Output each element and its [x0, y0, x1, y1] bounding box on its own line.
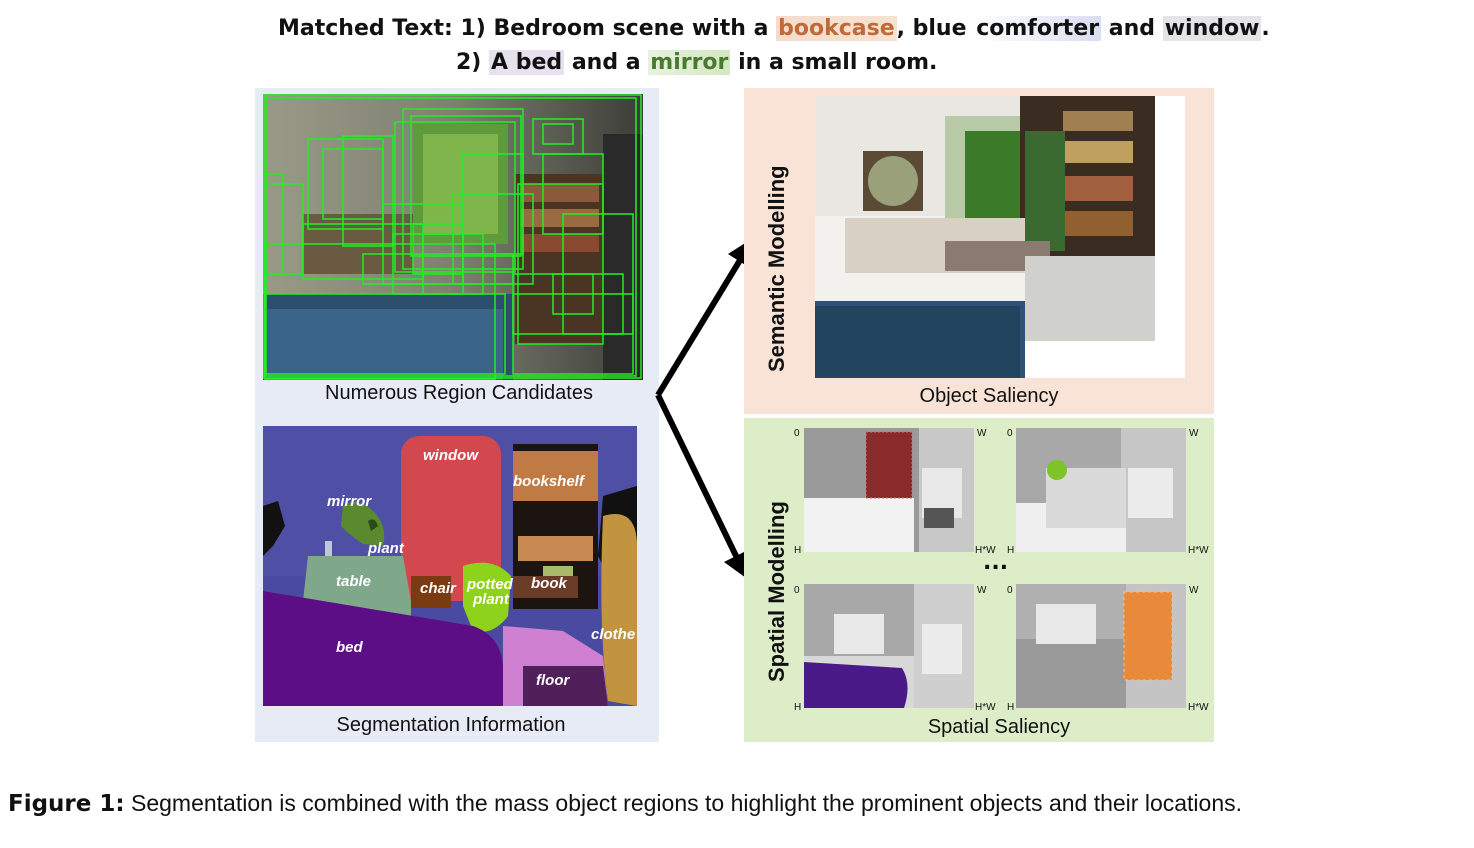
- segmentation-label: Segmentation Information: [336, 714, 566, 736]
- tick-zero-1: 0: [794, 428, 800, 439]
- seg-label-bed: bed: [336, 639, 364, 656]
- figure-caption-text: Segmentation is combined with the mass o…: [124, 790, 1243, 816]
- tick-zero-2: 0: [1007, 428, 1013, 439]
- seg-label-window: window: [423, 447, 479, 464]
- tick-hw-4: H*W: [1188, 702, 1209, 713]
- seg-label-clothe: clothe: [591, 626, 635, 643]
- tick-zero-3: 0: [794, 585, 800, 596]
- seg-label-floor: floor: [536, 672, 570, 689]
- arrow-to-semantic: [655, 250, 748, 397]
- tick-w-2: W: [1189, 428, 1199, 439]
- matched-line-1: Matched Text: 1) Bedroom scene with a bo…: [278, 16, 1270, 41]
- spatial-map-1: [804, 428, 974, 552]
- matched-line-2: 2) A bed and a mirror in a small room.: [456, 50, 938, 75]
- seg-label-chair: chair: [420, 580, 457, 597]
- spatial-modelling-label: Spatial Modelling: [764, 501, 789, 682]
- semantic-modelling-label: Semantic Modelling: [764, 165, 789, 372]
- seg-label-potted: potted: [466, 576, 514, 593]
- tick-zero-4: 0: [1007, 585, 1013, 596]
- region-candidates-image: [263, 94, 643, 380]
- word-window: window: [1162, 16, 1262, 41]
- seg-label-mirror: mirror: [327, 493, 372, 510]
- tick-hw-3: H*W: [975, 702, 996, 713]
- arrow-head-spatial: [724, 550, 748, 578]
- ellipsis: ...: [983, 550, 1009, 575]
- arrow-to-spatial: [655, 393, 741, 562]
- figure-caption-label: Figure 1:: [8, 791, 125, 817]
- tick-hw-2: H*W: [1188, 545, 1209, 556]
- tick-h-1: H: [794, 545, 802, 556]
- spatial-map-4: [1016, 584, 1186, 708]
- word-bookcase: bookcase: [776, 16, 897, 41]
- seg-label-plant: plant: [367, 540, 405, 557]
- seg-label-bookshelf: bookshelf: [513, 473, 586, 490]
- seg-label-book: book: [531, 575, 567, 592]
- word-mirror: mirror: [648, 50, 731, 75]
- spatial-map-3: [804, 584, 974, 708]
- matched-text: Matched Text: 1) Bedroom scene with a bo…: [278, 12, 1270, 80]
- spatial-saliency-label: Spatial Saliency: [927, 716, 1071, 738]
- tick-h-3: H: [794, 702, 802, 713]
- object-saliency-label: Object Saliency: [919, 385, 1059, 407]
- object-saliency-image: [815, 96, 1185, 378]
- region-candidates-label: Numerous Region Candidates: [325, 382, 593, 404]
- tick-w-1: W: [977, 428, 987, 439]
- figure-caption: Figure 1: Segmentation is combined with …: [8, 790, 1242, 817]
- seg-label-table: table: [336, 573, 371, 590]
- word-a-bed: A bed: [489, 50, 565, 75]
- matched-prefix: Matched Text:: [278, 16, 453, 41]
- tick-h-2: H: [1007, 545, 1015, 556]
- spatial-map-2: [1016, 428, 1186, 552]
- segmentation-image: window bookshelf mirror plant table chai…: [263, 426, 637, 706]
- tick-hw-1: H*W: [975, 545, 996, 556]
- tick-w-3: W: [977, 585, 987, 596]
- seg-label-plant2: plant: [472, 591, 510, 608]
- word-comforter: comforter: [974, 16, 1102, 41]
- tick-w-4: W: [1189, 585, 1199, 596]
- tick-h-4: H: [1007, 702, 1015, 713]
